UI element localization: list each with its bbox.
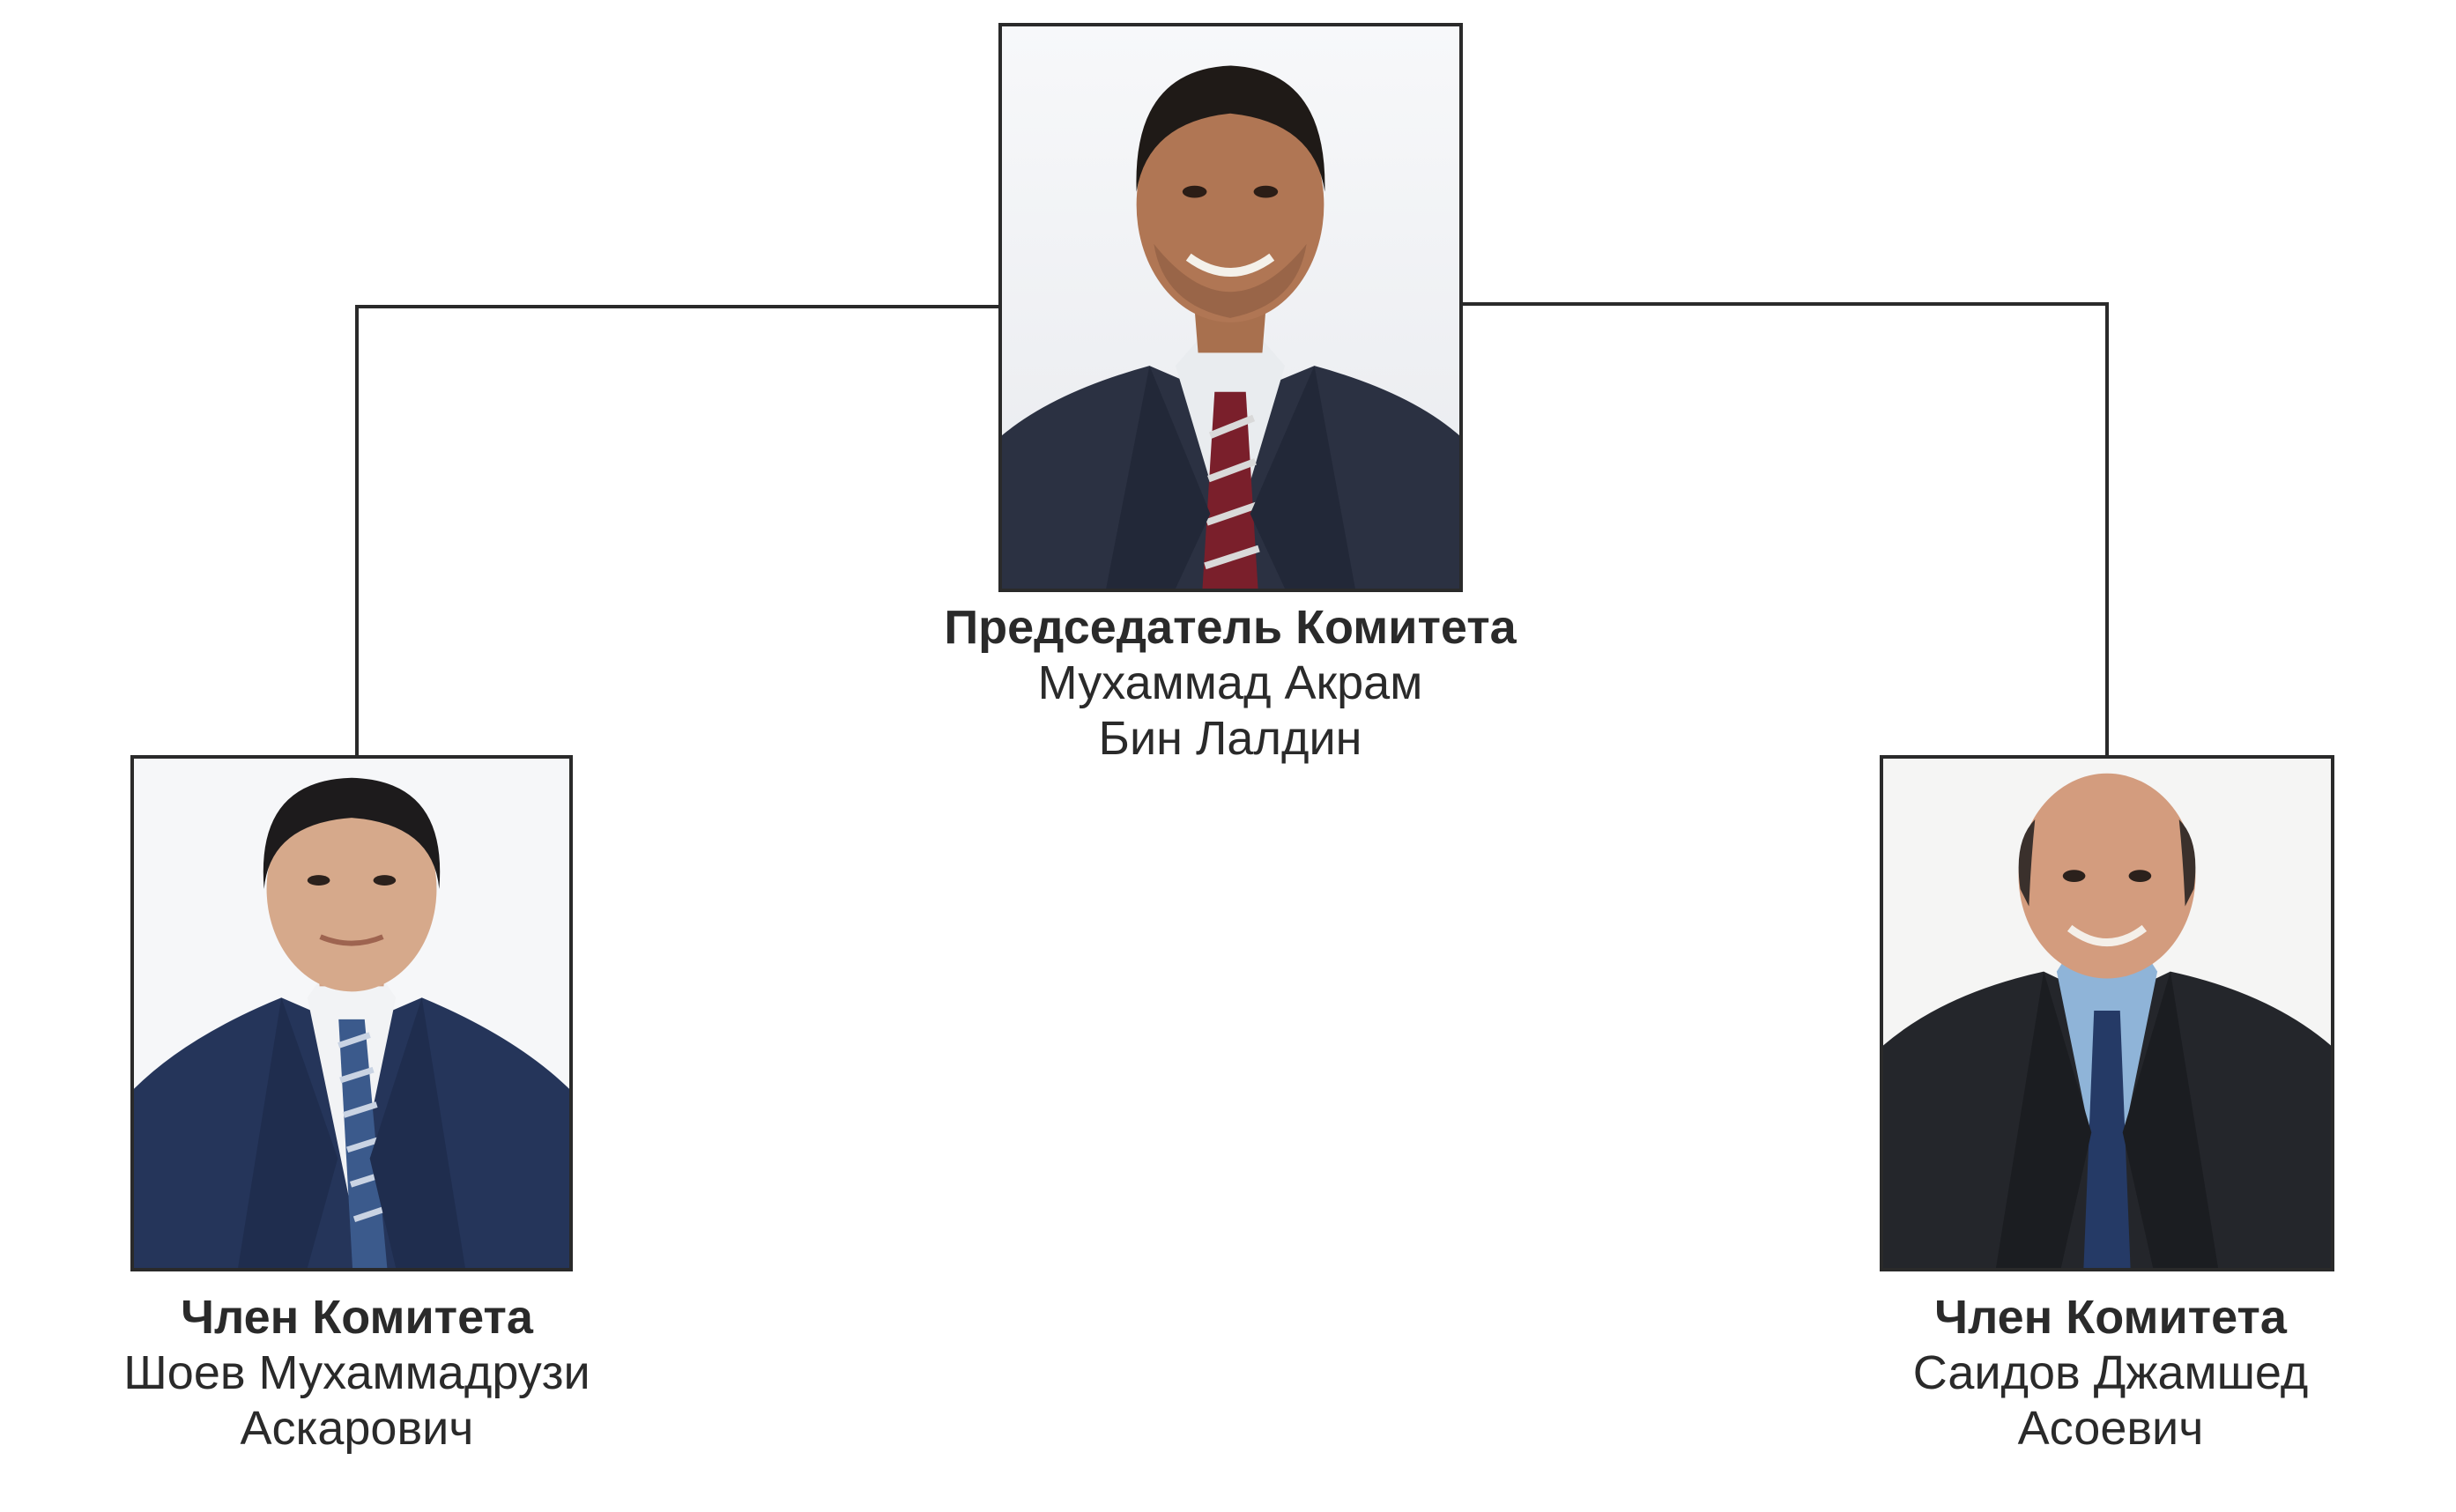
left-member-portrait-image bbox=[134, 759, 569, 1268]
left-member-name-line-2: Аскарович bbox=[240, 1402, 474, 1455]
right-member-portrait-photo bbox=[1880, 755, 2334, 1271]
chair-portrait-image bbox=[1002, 26, 1459, 589]
left-member-portrait-photo bbox=[130, 755, 573, 1271]
right-member-portrait-image bbox=[1883, 759, 2331, 1268]
right-member-role-label: Член Комитета bbox=[1934, 1291, 2287, 1344]
chair-portrait-photo bbox=[998, 23, 1463, 592]
right-member-caption: Член Комитета Саидов Джамшед Асоевич bbox=[1798, 1290, 2423, 1456]
chair-caption: Председатель Комитета Мухаммад Акрам Бин… bbox=[878, 600, 1583, 767]
connector-chair-to-right bbox=[1463, 302, 2109, 755]
left-member-caption: Член Комитета Шоев Мухаммадрузи Аскарови… bbox=[44, 1290, 670, 1456]
right-member-name-line-1: Саидов Джамшед bbox=[1912, 1346, 2309, 1399]
chair-name-line-1: Мухаммад Акрам bbox=[1037, 656, 1423, 709]
chair-name-line-2: Бин Лалдин bbox=[1098, 712, 1362, 765]
left-member-name-line-1: Шоев Мухаммадрузи bbox=[123, 1346, 590, 1399]
right-member-name-line-2: Асоевич bbox=[2017, 1402, 2204, 1455]
chair-role-label: Председатель Комитета bbox=[944, 601, 1517, 654]
connector-chair-to-left bbox=[355, 305, 998, 755]
left-member-role-label: Член Комитета bbox=[181, 1291, 533, 1344]
